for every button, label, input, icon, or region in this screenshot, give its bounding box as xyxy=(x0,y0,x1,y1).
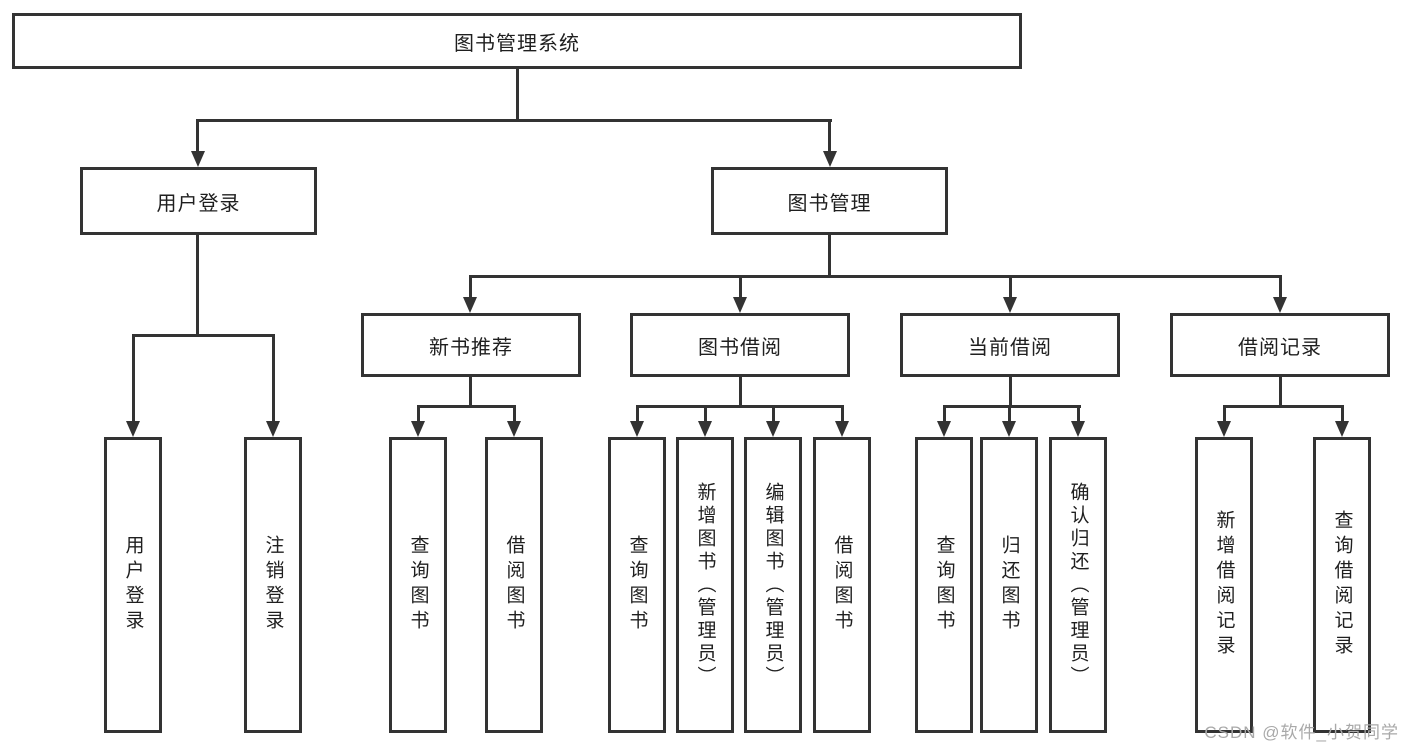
leaf-query-books-current: 查询图书 xyxy=(915,437,973,733)
leaf-logout: 注销登录 xyxy=(244,437,302,733)
arrow-down-icon xyxy=(463,297,477,313)
leaf-add-books-admin-label: 新增图书（管理员） xyxy=(694,481,716,689)
node-root: 图书管理系统 xyxy=(12,13,1022,69)
arrow-down-icon xyxy=(630,421,644,437)
connector-line xyxy=(1279,277,1282,299)
connector-line xyxy=(943,405,946,423)
connector-line xyxy=(1341,405,1344,423)
connector-line xyxy=(1009,377,1012,407)
connector-line xyxy=(636,405,639,423)
leaf-borrow-books-recommend: 借阅图书 xyxy=(485,437,543,733)
connector-line xyxy=(417,405,420,423)
arrow-down-icon xyxy=(1002,421,1016,437)
watermark: CSDN @软件_小贺同学 xyxy=(1204,723,1399,742)
connector-line xyxy=(417,405,516,408)
arrow-down-icon xyxy=(411,421,425,437)
leaf-query-borrow-record: 查询借阅记录 xyxy=(1313,437,1371,733)
leaf-query-books-borrowing-label: 查询图书 xyxy=(626,535,648,635)
leaf-edit-books-admin: 编辑图书（管理员） xyxy=(744,437,802,733)
connector-line xyxy=(469,377,472,407)
arrow-down-icon xyxy=(266,421,280,437)
node-book-management: 图书管理 xyxy=(711,167,948,235)
node-book-borrowing: 图书借阅 xyxy=(630,313,850,377)
node-root-label: 图书管理系统 xyxy=(454,32,580,55)
leaf-borrow-books-label: 借阅图书 xyxy=(831,535,853,635)
arrow-down-icon xyxy=(1071,421,1085,437)
node-current-borrowing: 当前借阅 xyxy=(900,313,1120,377)
connector-line xyxy=(132,334,135,423)
arrow-down-icon xyxy=(937,421,951,437)
node-borrow-records: 借阅记录 xyxy=(1170,313,1390,377)
connector-line xyxy=(772,405,775,423)
arrow-down-icon xyxy=(1335,421,1349,437)
connector-line xyxy=(469,277,472,299)
node-new-book-recommend-label: 新书推荐 xyxy=(429,336,513,359)
leaf-query-books-recommend-label: 查询图书 xyxy=(407,535,429,635)
connector-line xyxy=(1223,405,1344,408)
connector-line xyxy=(469,275,1282,278)
connector-line xyxy=(1008,405,1011,423)
node-borrow-records-label: 借阅记录 xyxy=(1238,336,1322,359)
connector-line xyxy=(272,334,275,423)
arrow-down-icon xyxy=(835,421,849,437)
connector-line xyxy=(739,377,742,407)
node-new-book-recommend: 新书推荐 xyxy=(361,313,581,377)
leaf-confirm-return-admin-label: 确认归还（管理员） xyxy=(1067,481,1089,689)
arrow-down-icon xyxy=(191,151,205,167)
connector-line xyxy=(132,334,275,337)
arrow-down-icon xyxy=(1217,421,1231,437)
leaf-add-books-admin: 新增图书（管理员） xyxy=(676,437,734,733)
connector-line xyxy=(943,405,1081,408)
arrow-down-icon xyxy=(507,421,521,437)
leaf-query-books-recommend: 查询图书 xyxy=(389,437,447,733)
connector-line xyxy=(196,119,199,153)
node-book-management-label: 图书管理 xyxy=(787,192,872,215)
connector-line xyxy=(828,119,831,153)
arrow-down-icon xyxy=(1003,297,1017,313)
arrow-down-icon xyxy=(126,421,140,437)
connector-line xyxy=(1223,405,1226,423)
leaf-borrow-books-recommend-label: 借阅图书 xyxy=(503,535,525,635)
node-book-borrowing-label: 图书借阅 xyxy=(698,336,782,359)
leaf-logout-label: 注销登录 xyxy=(262,535,284,635)
connector-line xyxy=(196,235,199,336)
arrow-down-icon xyxy=(823,151,837,167)
connector-line xyxy=(704,405,707,423)
connector-line xyxy=(1077,405,1080,423)
leaf-add-borrow-record-label: 新增借阅记录 xyxy=(1213,510,1235,660)
connector-line xyxy=(1009,277,1012,299)
leaf-query-books-current-label: 查询图书 xyxy=(933,535,955,635)
leaf-return-books: 归还图书 xyxy=(980,437,1038,733)
connector-line xyxy=(1279,377,1282,407)
leaf-user-login: 用户登录 xyxy=(104,437,162,733)
connector-line xyxy=(636,405,844,408)
connector-line xyxy=(513,405,516,423)
arrow-down-icon xyxy=(733,297,747,313)
connector-line xyxy=(739,277,742,299)
connector-line xyxy=(841,405,844,423)
node-user-login: 用户登录 xyxy=(80,167,317,235)
node-user-login-label: 用户登录 xyxy=(156,192,241,215)
arrow-down-icon xyxy=(1273,297,1287,313)
leaf-add-borrow-record: 新增借阅记录 xyxy=(1195,437,1253,733)
leaf-edit-books-admin-label: 编辑图书（管理员） xyxy=(762,481,784,689)
connector-line xyxy=(516,69,519,121)
connector-line xyxy=(828,235,831,277)
leaf-borrow-books: 借阅图书 xyxy=(813,437,871,733)
leaf-query-borrow-record-label: 查询借阅记录 xyxy=(1331,510,1353,660)
leaf-confirm-return-admin: 确认归还（管理员） xyxy=(1049,437,1107,733)
node-current-borrowing-label: 当前借阅 xyxy=(968,336,1052,359)
leaf-query-books-borrowing: 查询图书 xyxy=(608,437,666,733)
connector-line xyxy=(196,119,832,122)
arrow-down-icon xyxy=(766,421,780,437)
leaf-return-books-label: 归还图书 xyxy=(998,535,1020,635)
leaf-user-login-label: 用户登录 xyxy=(122,535,144,635)
arrow-down-icon xyxy=(698,421,712,437)
